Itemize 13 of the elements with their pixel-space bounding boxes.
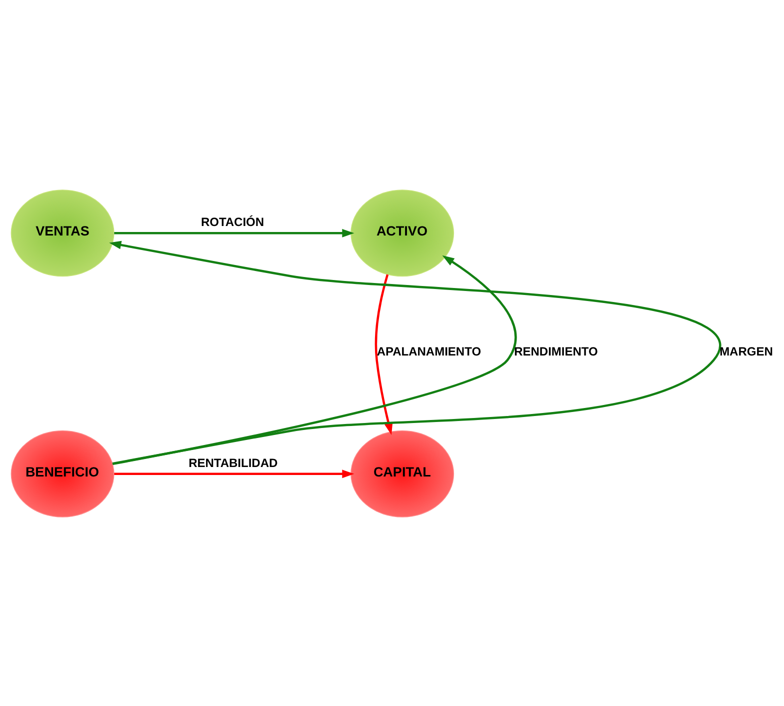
node-ellipse: BENEFICIO xyxy=(10,430,114,517)
arrow xyxy=(114,469,354,478)
edge-label: MARGEN xyxy=(720,344,773,358)
arrow xyxy=(114,228,354,237)
arrow xyxy=(112,254,517,465)
arrow xyxy=(109,240,720,464)
arrow xyxy=(374,274,393,434)
edge-label: APALANAMIENTO xyxy=(376,344,482,358)
edge-label: ROTACIÓN xyxy=(200,214,264,229)
edge-label: RENTABILIDAD xyxy=(188,455,278,470)
node-ellipse: VENTAS xyxy=(10,189,114,276)
node-ellipse: CAPITAL xyxy=(350,430,454,517)
edge-label: RENDIMIENTO xyxy=(514,344,598,358)
